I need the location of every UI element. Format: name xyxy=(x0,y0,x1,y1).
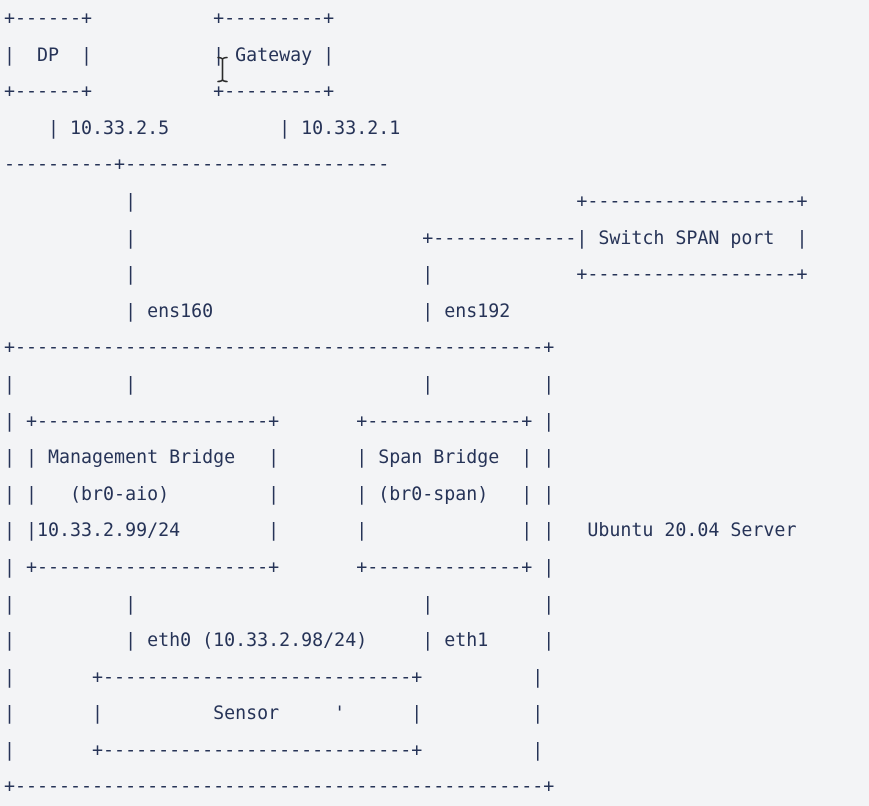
diagram-line: | +-------------| Switch SPAN port | xyxy=(4,227,808,249)
diagram-line: | | | | xyxy=(4,593,555,615)
diagram-line: | DP | | Gateway | xyxy=(4,44,335,66)
diagram-line: | | Sensor ' | | xyxy=(4,703,544,725)
diagram-line: | | | | xyxy=(4,373,555,395)
diagram-line: | +-------------------+ xyxy=(4,190,808,212)
diagram-line: ----------+------------------------ xyxy=(4,154,390,176)
diagram-line: +------+ +---------+ xyxy=(4,81,335,103)
diagram-line: | |10.33.2.99/24 | | | | Ubuntu 20.04 Se… xyxy=(4,520,797,542)
diagram-line: | +----------------------------+ | xyxy=(4,739,544,761)
diagram-line: | | +-------------------+ xyxy=(4,264,808,286)
diagram-line: | +----------------------------+ | xyxy=(4,666,544,688)
diagram-line: +---------------------------------------… xyxy=(4,776,555,798)
diagram-line: | ens160 | ens192 xyxy=(4,300,511,322)
diagram-line: | | (br0-aio) | | (br0-span) | | xyxy=(4,483,555,505)
diagram-line: +---------------------------------------… xyxy=(4,337,555,359)
diagram-line: | 10.33.2.5 | 10.33.2.1 xyxy=(4,117,401,139)
diagram-line: | +---------------------+ +-------------… xyxy=(4,410,555,432)
diagram-line: | +---------------------+ +-------------… xyxy=(4,556,555,578)
diagram-line: | | eth0 (10.33.2.98/24) | eth1 | xyxy=(4,630,555,652)
diagram-line: | | Management Bridge | | Span Bridge | … xyxy=(4,447,555,469)
diagram-line: +------+ +---------+ xyxy=(4,8,335,29)
